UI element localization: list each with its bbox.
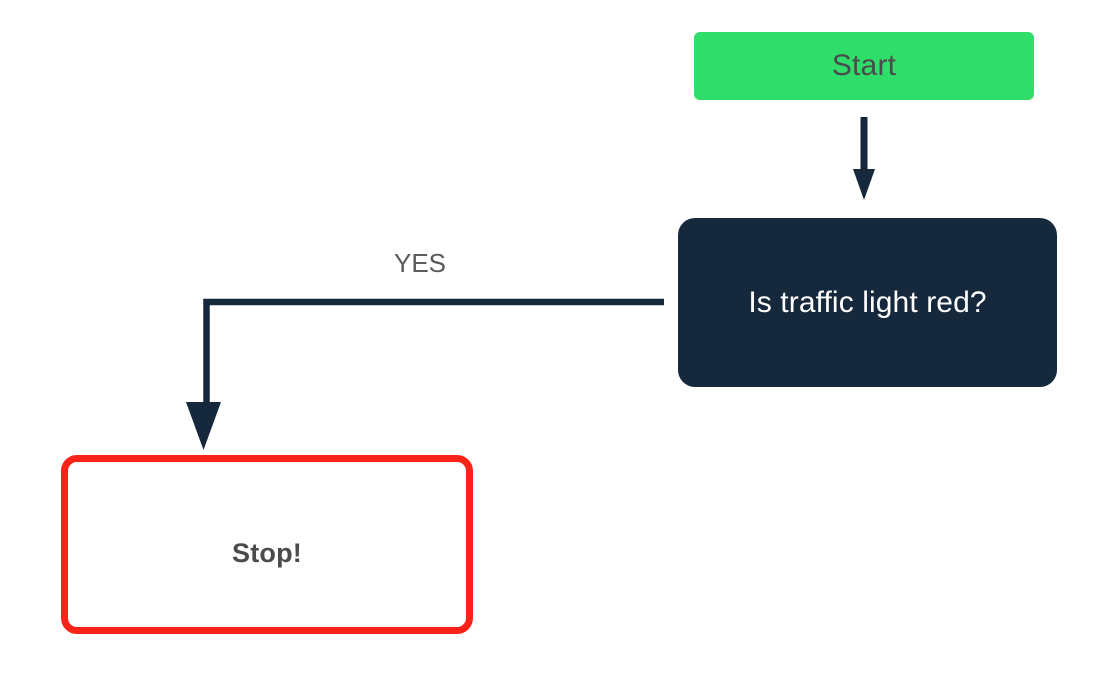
edge-label-yes: YES — [394, 248, 447, 278]
node-decision-label: Is traffic light red? — [748, 285, 987, 319]
edge-start-to-decision — [853, 117, 875, 200]
edge-start-to-decision-arrowhead — [853, 169, 875, 200]
node-start[interactable]: Start — [694, 32, 1034, 100]
node-stop-label: Stop! — [232, 538, 302, 568]
edge-decision-to-stop — [186, 298, 664, 450]
node-decision[interactable]: Is traffic light red? — [678, 218, 1057, 387]
node-start-label: Start — [831, 49, 897, 82]
edge-decision-to-stop-arrowhead — [186, 402, 221, 450]
node-stop[interactable]: Stop! — [61, 455, 473, 634]
edge-decision-to-stop-path — [203, 298, 664, 408]
